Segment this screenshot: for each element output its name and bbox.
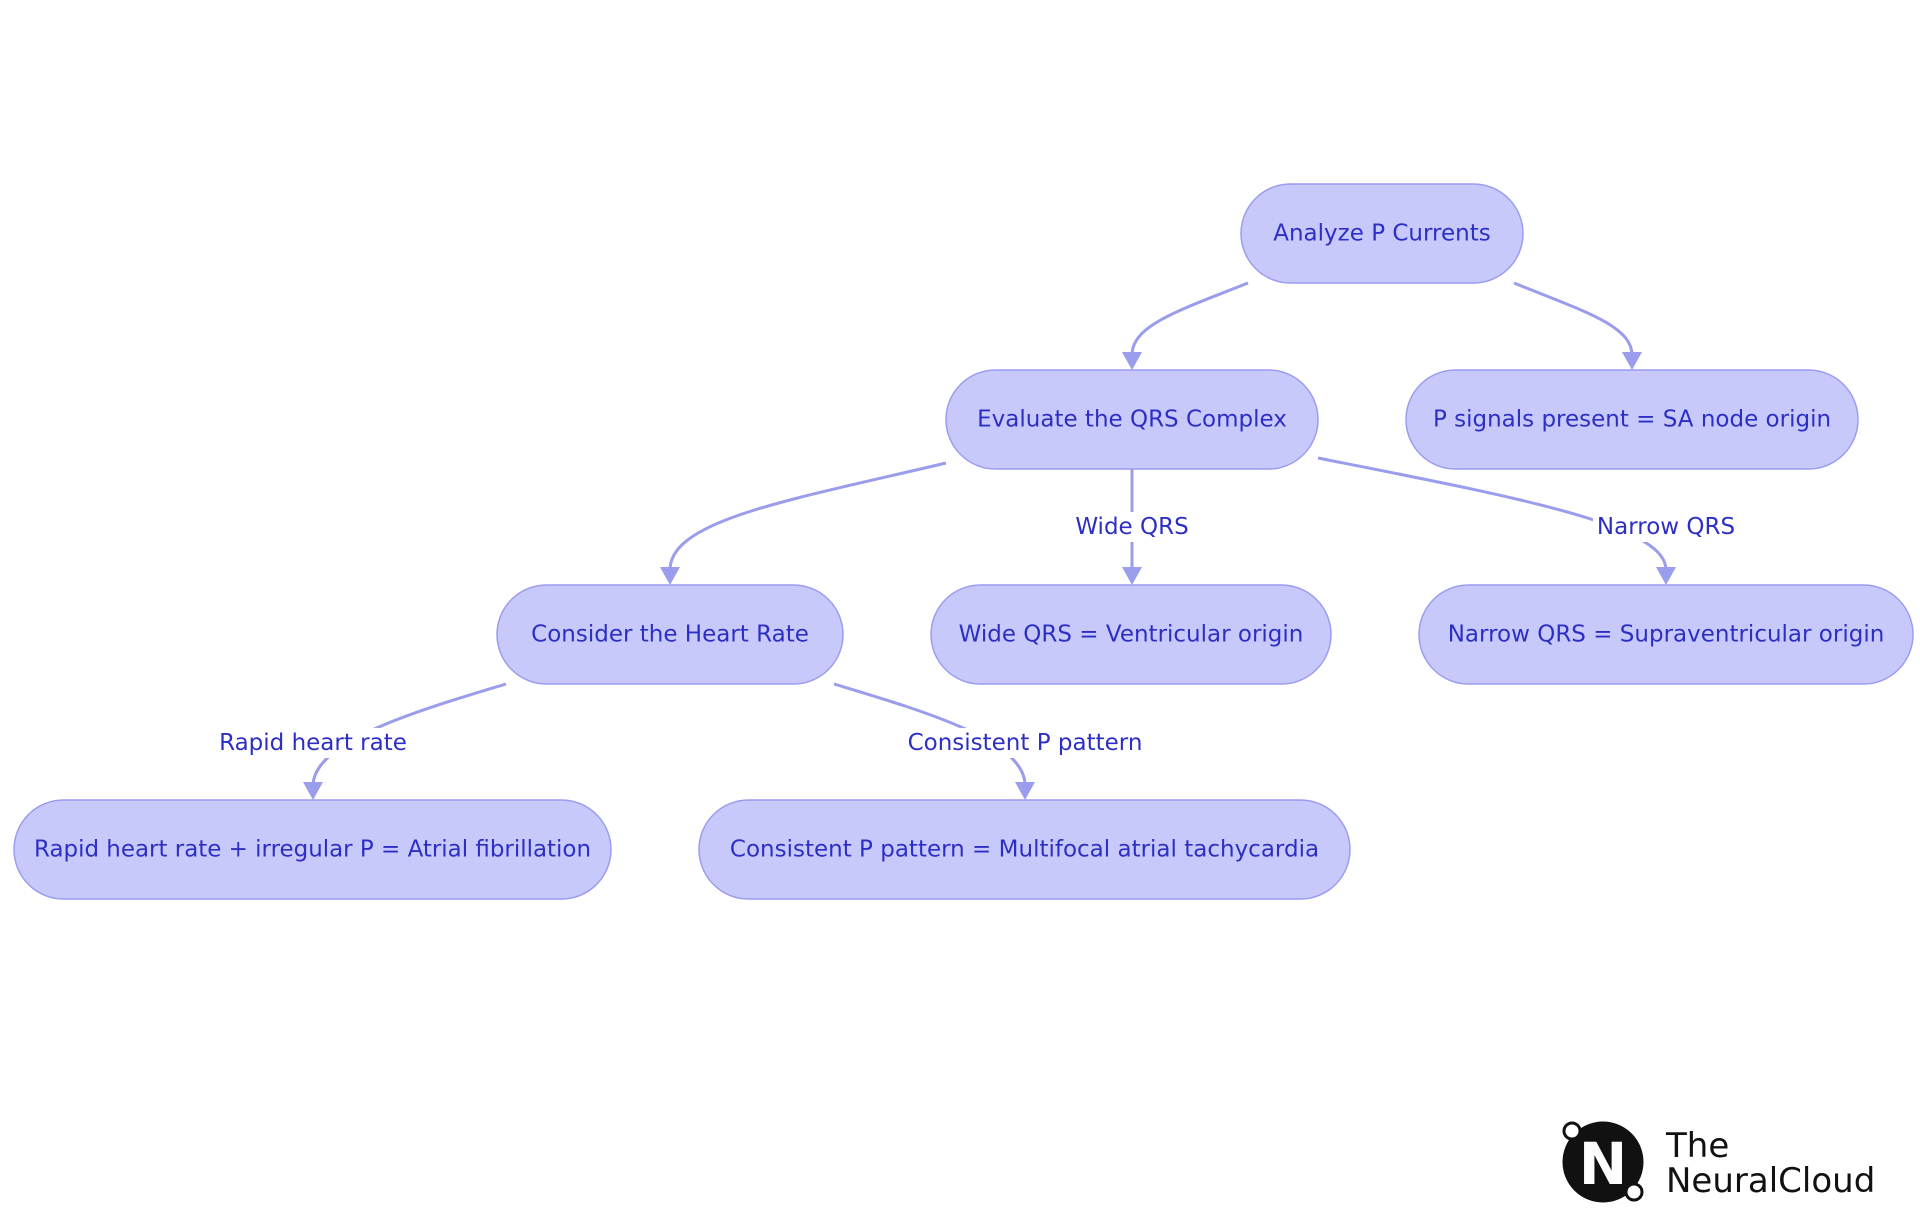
edge-qrs-to-supraventricular	[1317, 456, 1668, 571]
edge-label-qrs-to-supraventricular: Narrow QRS	[1597, 514, 1735, 540]
edge-analyze-to-sa	[1513, 281, 1634, 356]
node-shape-mat	[698, 799, 1351, 900]
node-ventricular: Wide QRS = Ventricular origin	[930, 584, 1332, 685]
node-supraventricular: Narrow QRS = Supraventricular origin	[1418, 584, 1914, 685]
brand-logo-dot-top	[1562, 1121, 1582, 1141]
node-label-qrs: Evaluate the QRS Complex	[977, 407, 1287, 433]
arrowhead-qrs-to-ventricular	[1122, 567, 1142, 585]
node-shape-afib	[13, 799, 612, 900]
node-mat: Consistent P pattern = Multifocal atrial…	[698, 799, 1351, 900]
brand-logo-letter: N	[1579, 1130, 1628, 1198]
node-shape-analyze	[1240, 183, 1524, 284]
edge-label-background	[1071, 512, 1193, 542]
edge-label-group: Wide QRS	[1071, 512, 1193, 542]
node-shape-ventricular	[930, 584, 1332, 685]
node-shape-qrs	[945, 369, 1319, 470]
node-qrs: Evaluate the QRS Complex	[945, 369, 1319, 470]
edge-heart_rate-to-mat	[833, 682, 1027, 786]
node-label-heart_rate: Consider the Heart Rate	[531, 622, 809, 648]
arrowhead-qrs-to-supraventricular	[1656, 567, 1676, 585]
edge-qrs-to-heart_rate	[668, 461, 947, 571]
node-label-analyze: Analyze P Currents	[1273, 221, 1491, 247]
edge-heart_rate-to-afib	[311, 682, 507, 786]
node-label-ventricular: Wide QRS = Ventricular origin	[959, 622, 1304, 648]
brand-logo: N The NeuralCloud	[1562, 1121, 1875, 1203]
edge-label-group: Narrow QRS	[1592, 512, 1740, 542]
node-label-afib: Rapid heart rate + irregular P = Atrial …	[34, 837, 591, 863]
edge-label-background	[215, 728, 411, 758]
brand-logo-circle	[1562, 1121, 1644, 1203]
node-analyze: Analyze P Currents	[1240, 183, 1524, 284]
node-sa: P signals present = SA node origin	[1405, 369, 1859, 470]
edge-label-qrs-to-ventricular: Wide QRS	[1075, 514, 1188, 540]
edges-layer	[303, 281, 1676, 800]
edge-label-heart_rate-to-mat: Consistent P pattern	[908, 730, 1143, 756]
edge-label-background	[903, 728, 1147, 758]
edge-analyze-to-qrs	[1130, 281, 1249, 356]
arrowhead-heart_rate-to-afib	[303, 782, 323, 800]
edge-label-group: Rapid heart rate	[215, 728, 411, 758]
arrowhead-analyze-to-sa	[1622, 352, 1642, 370]
brand-logo-dot-bottom	[1624, 1182, 1644, 1202]
edge-label-group: Consistent P pattern	[903, 728, 1147, 758]
arrowhead-heart_rate-to-mat	[1015, 782, 1035, 800]
arrowhead-qrs-to-heart_rate	[660, 567, 680, 585]
node-heart_rate: Consider the Heart Rate	[496, 584, 844, 685]
node-shape-sa	[1405, 369, 1859, 470]
node-label-supraventricular: Narrow QRS = Supraventricular origin	[1448, 622, 1885, 648]
node-shape-supraventricular	[1418, 584, 1914, 685]
edge-label-background	[1592, 512, 1740, 542]
arrowhead-analyze-to-qrs	[1122, 352, 1142, 370]
edge-label-heart_rate-to-afib: Rapid heart rate	[219, 730, 407, 756]
edge-labels-layer: Wide QRS Narrow QRS Rapid heart rate Consis…	[215, 512, 1740, 758]
node-label-mat: Consistent P pattern = Multifocal atrial…	[730, 837, 1319, 863]
brand-name-line1: The	[1665, 1126, 1729, 1166]
node-afib: Rapid heart rate + irregular P = Atrial …	[13, 799, 612, 900]
node-label-sa: P signals present = SA node origin	[1433, 407, 1831, 433]
node-shape-heart_rate	[496, 584, 844, 685]
brand-name-line2: NeuralCloud	[1666, 1161, 1875, 1201]
